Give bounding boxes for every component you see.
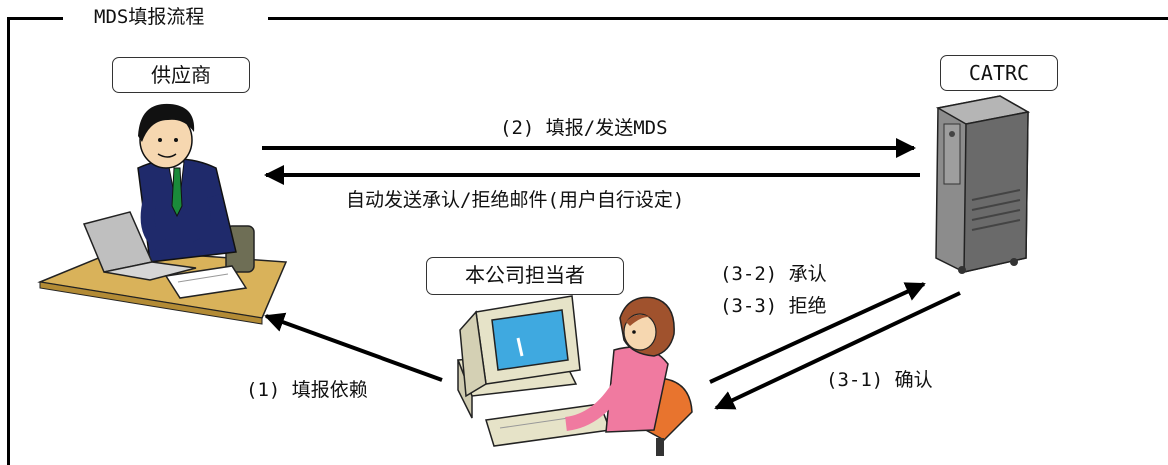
label-step31: (3-1) 确认 [826, 369, 933, 391]
supplier-illustration [37, 103, 288, 325]
label-auto-mail: 自动发送承认/拒绝邮件(用户自行设定) [346, 189, 685, 211]
arrow-step32-33 [709, 282, 926, 384]
label-step1: (1) 填报依赖 [246, 379, 368, 401]
diagram-title: MDS填报流程 [88, 4, 211, 30]
role-staff: 本公司担当者 [426, 257, 624, 295]
role-supplier-label: 供应商 [151, 63, 211, 87]
role-supplier: 供应商 [112, 57, 250, 93]
staff-illustration [456, 295, 693, 456]
arrow-step31 [714, 291, 961, 410]
frame-top-left [7, 17, 63, 20]
role-server: CATRC [940, 55, 1058, 91]
frame-left [7, 17, 10, 465]
role-server-label: CATRC [968, 61, 1030, 85]
frame-top-right [268, 17, 1168, 20]
server-illustration [935, 95, 1031, 274]
role-staff-label: 本公司担当者 [465, 263, 585, 287]
label-step2: (2) 填报/发送MDS [500, 117, 668, 139]
label-step33: (3-3) 拒绝 [720, 295, 827, 317]
arrow-step1 [264, 312, 443, 382]
label-step32: (3-2) 承认 [720, 263, 827, 285]
